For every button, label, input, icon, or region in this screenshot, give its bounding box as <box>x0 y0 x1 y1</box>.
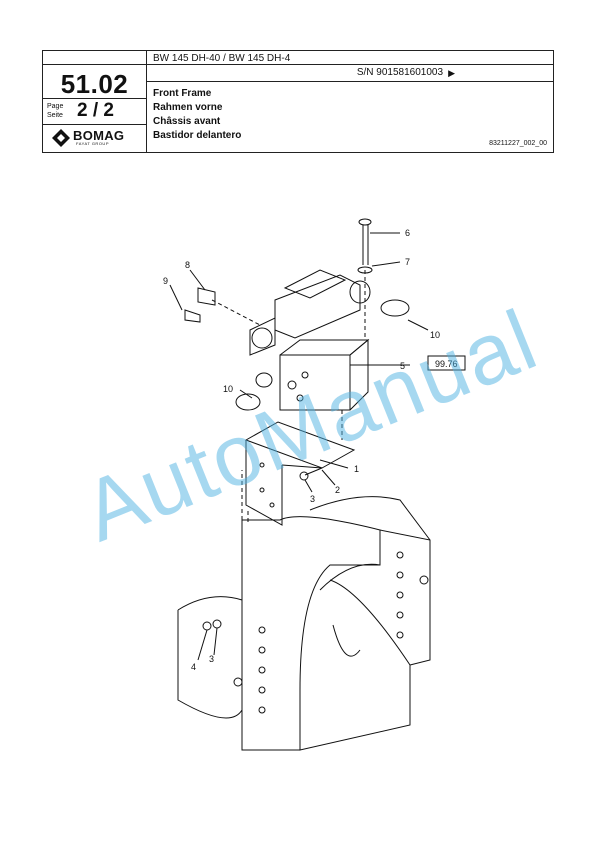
divider <box>147 81 553 82</box>
serial-number: S/N 901581601003 <box>356 67 443 78</box>
document-number: 83211227_002_00 <box>489 140 547 147</box>
callout-8: 8 <box>185 260 190 270</box>
section-number: 51.02 <box>60 69 129 99</box>
callout-9: 9 <box>163 276 168 286</box>
page-label: Page Seite <box>47 102 63 120</box>
callout-7: 7 <box>405 257 410 267</box>
valve-block-part <box>279 338 370 411</box>
page-value: 2 / 2 <box>77 100 114 121</box>
serial-arrow-icon: ▶ <box>448 68 455 78</box>
title-fr: Châssis avant <box>153 116 221 127</box>
title-de: Rahmen vorne <box>153 102 223 113</box>
leader-lines <box>169 232 429 661</box>
callout-10-upper: 10 <box>430 330 440 340</box>
model-text: BW 145 DH-40 / BW 145 DH-4 <box>153 53 291 64</box>
solenoid-valve-part <box>249 269 371 356</box>
callout-3-upper: 3 <box>310 494 315 504</box>
logo-text: BOMAG <box>73 128 125 143</box>
callout-10-lower: 10 <box>223 384 233 394</box>
callout-4: 4 <box>191 662 196 672</box>
callout-3-lower: 3 <box>209 654 214 664</box>
title-en: Front Frame <box>153 88 212 99</box>
title-block: 51.02 Page Seite 2 / 2 BOMAG FAYAT GROUP… <box>42 50 554 153</box>
section-panel: 51.02 Page Seite 2 / 2 BOMAG FAYAT GROUP <box>43 51 147 152</box>
divider <box>43 98 146 99</box>
front-frame-part <box>177 496 431 751</box>
fitting-parts <box>184 218 410 631</box>
reference-number: 99.76 <box>435 359 458 369</box>
divider <box>147 64 553 65</box>
page-label-de: Seite <box>47 112 63 119</box>
bomag-logo: BOMAG FAYAT GROUP <box>51 128 141 148</box>
divider <box>43 64 146 65</box>
callout-5: 5 <box>400 361 405 371</box>
logo-subtext: FAYAT GROUP <box>76 141 109 146</box>
callout-2: 2 <box>335 485 340 495</box>
divider <box>43 124 146 125</box>
mounting-plate-part <box>244 421 356 526</box>
callout-6: 6 <box>405 228 410 238</box>
callout-1: 1 <box>354 464 359 474</box>
title-es: Bastidor delantero <box>153 130 242 141</box>
page-label-en: Page <box>47 103 64 110</box>
bomag-diamond-icon <box>52 129 70 147</box>
assembly-lines <box>211 270 366 520</box>
exploded-parts-drawing: 6 7 8 9 10 5 99.76 10 1 2 3 4 3 <box>163 218 466 751</box>
info-panel: BW 145 DH-40 / BW 145 DH-4 S/N 901581601… <box>147 51 553 152</box>
reference-box <box>427 355 466 371</box>
